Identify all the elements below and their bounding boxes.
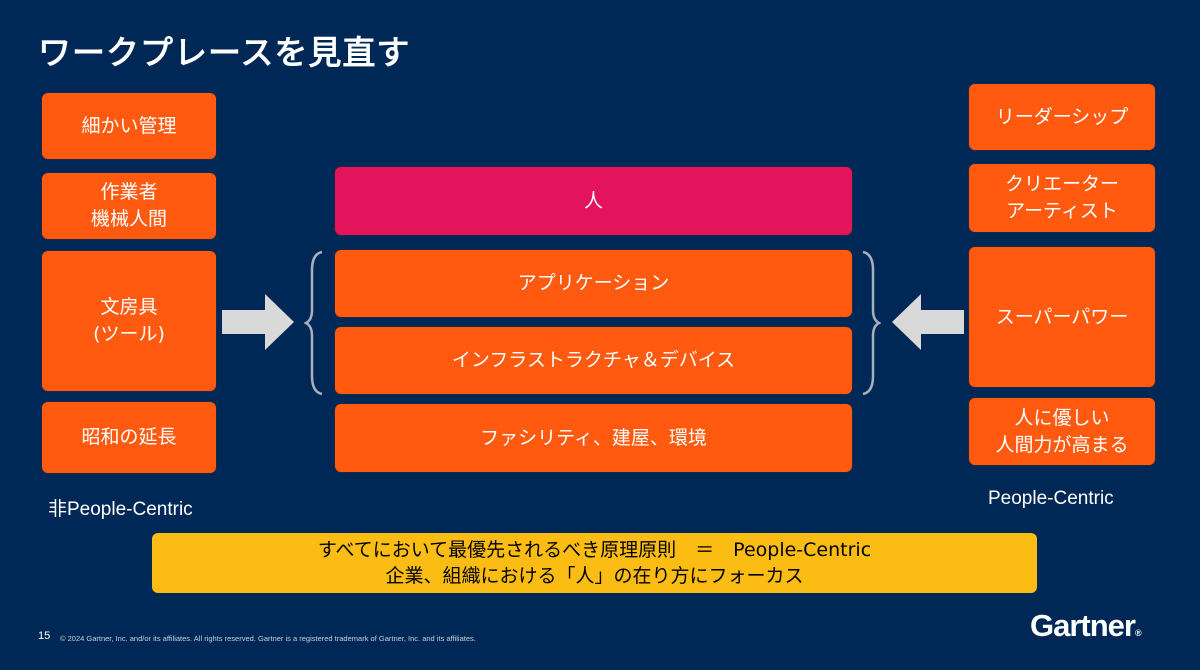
center-box-applications: アプリケーション (334, 249, 853, 318)
left-label: 非People-Centric (48, 499, 193, 520)
right-label: People-Centric (988, 488, 1114, 509)
left-box-worker: 作業者 機械人間 (41, 172, 217, 240)
copyright: © 2024 Gartner, Inc. and/or its affiliat… (60, 634, 476, 643)
left-box-showa: 昭和の延長 (41, 401, 217, 474)
right-brace-icon (862, 250, 881, 396)
center-box-people: 人 (334, 166, 853, 236)
gartner-logo-text: Gartner (1030, 608, 1136, 643)
left-box-stationery: 文房具 (ツール) (41, 250, 217, 392)
right-box-leadership: リーダーシップ (968, 83, 1156, 151)
left-box-micromanagement: 細かい管理 (41, 92, 217, 160)
right-box-creator: クリエーター アーティスト (968, 163, 1156, 233)
summary-line-2: 企業、組織における「人」の在り方にフォーカス (385, 565, 804, 587)
left-arrow-icon (892, 294, 964, 350)
left-brace-icon (304, 250, 323, 396)
summary-line-1: すべてにおいて最優先されるべき原理原則 ＝ People-Centric (317, 539, 872, 561)
right-arrow-icon (222, 294, 294, 350)
gartner-logo: Gartner® (1030, 608, 1142, 643)
center-box-infrastructure: インフラストラクチャ＆デバイス (334, 326, 853, 395)
right-box-human-friendly: 人に優しい 人間力が高まる (968, 397, 1156, 466)
page-number: 15 (38, 630, 51, 642)
right-box-superpower: スーパーパワー (968, 246, 1156, 388)
center-box-facilities: ファシリティ、建屋、環境 (334, 403, 853, 473)
slide-title: ワークプレースを見直す (38, 33, 411, 72)
summary-banner: すべてにおいて最優先されるべき原理原則 ＝ People-Centric 企業、… (152, 533, 1037, 593)
